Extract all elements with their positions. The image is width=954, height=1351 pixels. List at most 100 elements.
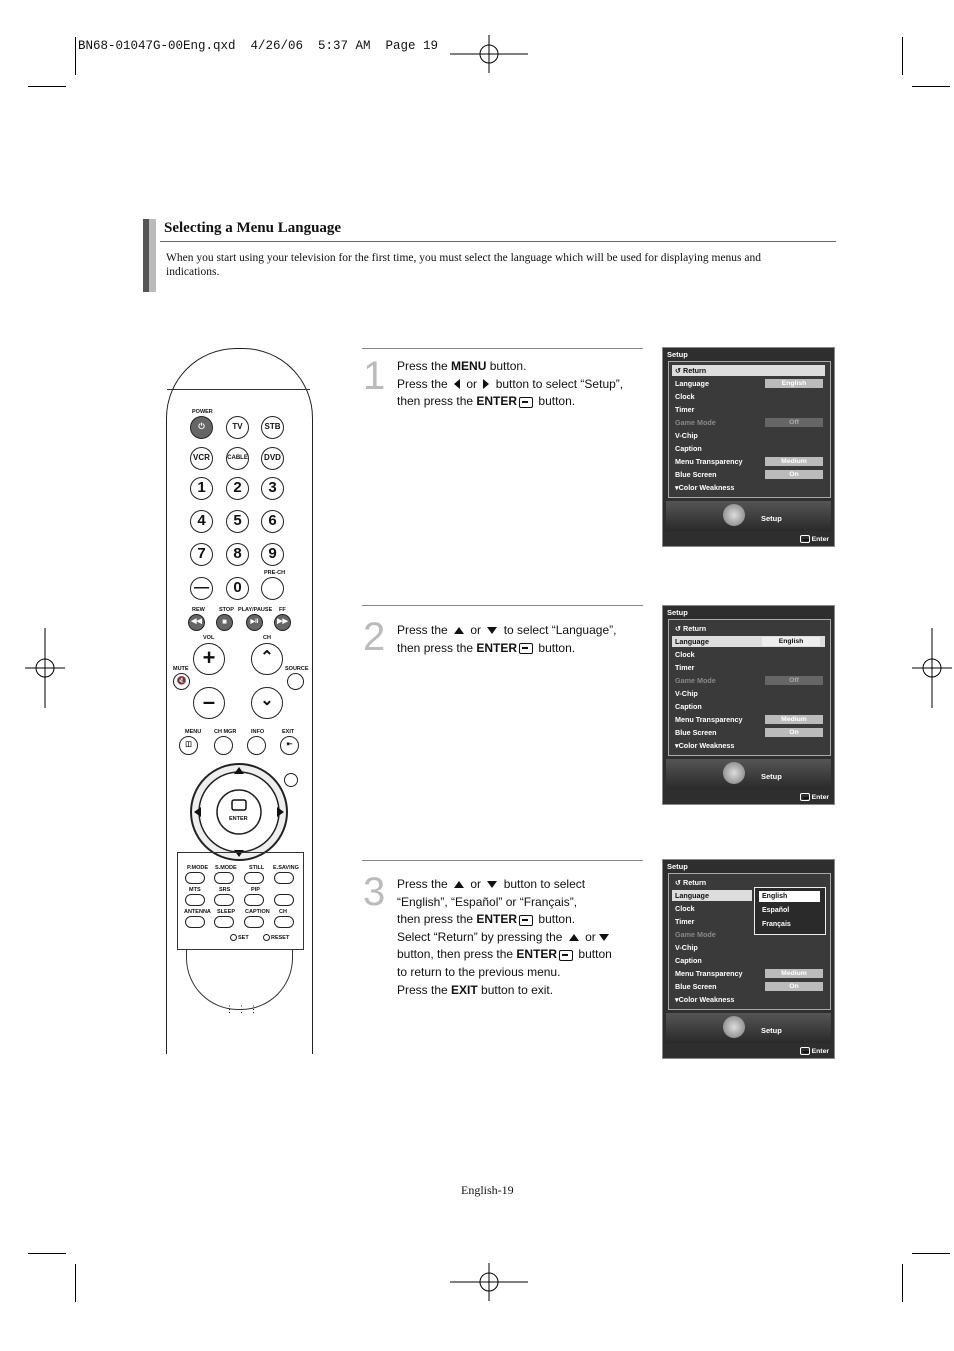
navigation-pad[interactable] [189, 762, 289, 862]
digit-7-button[interactable]: 7 [190, 543, 213, 566]
vol-label: VOL [203, 635, 215, 641]
crop-mark [902, 37, 903, 75]
osd-item-timer[interactable]: Timer [675, 917, 695, 926]
play-pause-label: PLAY/PAUSE [238, 607, 273, 613]
osd-item-clock[interactable]: Clock [675, 904, 695, 913]
still-button[interactable] [244, 872, 264, 884]
crop-mark [75, 1264, 76, 1302]
osd-item-caption[interactable]: Caption [675, 956, 702, 965]
up-arrow-icon [568, 934, 579, 942]
digit-4-button[interactable]: 4 [190, 510, 213, 533]
source-button[interactable] [287, 673, 304, 690]
pip-button[interactable] [244, 894, 264, 906]
pmode-button[interactable] [185, 872, 205, 884]
digit-2-button[interactable]: 2 [226, 477, 249, 500]
osd-item-color-weakness[interactable]: ▾Color Weakness [675, 741, 735, 750]
exit-button[interactable]: ⇤ [280, 736, 299, 755]
intro-paragraph: When you start using your television for… [166, 252, 762, 278]
sleep-button[interactable] [214, 916, 234, 928]
osd-item-vchip[interactable]: V-Chip [675, 943, 698, 952]
digit-6-button[interactable]: 6 [261, 510, 284, 533]
option-espanol[interactable]: Español [762, 907, 790, 914]
stb-button[interactable]: STB [261, 416, 284, 439]
down-arrow-icon [487, 627, 498, 635]
cable-button[interactable]: CABLE [226, 447, 249, 470]
backlight-button[interactable] [284, 773, 298, 787]
pip-label: PIP [251, 887, 260, 893]
osd-item-vchip[interactable]: V-Chip [675, 689, 698, 698]
set-button[interactable] [230, 934, 237, 941]
option-english[interactable]: English [759, 891, 820, 902]
ch-down-small-button[interactable] [274, 916, 294, 928]
tv-button[interactable]: TV [226, 416, 249, 439]
osd-footer-label: Setup [761, 1026, 782, 1035]
esaving-button[interactable] [274, 872, 294, 884]
rew-button[interactable]: ◀◀ [188, 614, 205, 631]
digit-5-button[interactable]: 5 [226, 510, 249, 533]
reset-button[interactable] [263, 934, 270, 941]
osd-item-clock[interactable]: Clock [675, 650, 695, 659]
channel-up-button[interactable]: ⌃ [251, 643, 283, 675]
caption-button[interactable] [244, 916, 264, 928]
dash-button[interactable]: — [190, 577, 213, 600]
remote-ir-window-edge [167, 389, 310, 390]
osd-header: Setup [667, 350, 688, 359]
volume-down-button[interactable]: – [193, 687, 225, 719]
channel-down-button[interactable]: ⌄ [251, 687, 283, 719]
srs-label: SRS [219, 887, 231, 893]
mts-button[interactable] [185, 894, 205, 906]
volume-up-button[interactable]: + [193, 643, 225, 675]
option-francais[interactable]: Français [762, 921, 791, 928]
prech-button[interactable] [261, 577, 284, 600]
srs-button[interactable] [214, 894, 234, 906]
antenna-button[interactable] [185, 916, 205, 928]
ch-up-small-button[interactable] [274, 894, 294, 906]
digit-9-button[interactable]: 9 [261, 543, 284, 566]
enter-icon [519, 914, 534, 926]
digit-0-button[interactable]: 0 [226, 577, 249, 600]
osd-item-caption[interactable]: Caption [675, 702, 702, 711]
osd-item-color-weakness[interactable]: ▾Color Weakness [675, 995, 735, 1004]
mute-button[interactable]: 🔇 [173, 673, 190, 690]
ch-mgr-button[interactable] [214, 736, 233, 755]
info-button[interactable] [247, 736, 266, 755]
osd-footer-label: Setup [761, 772, 782, 781]
osd-item-return[interactable]: ↺ Return [675, 878, 707, 887]
digit-8-button[interactable]: 8 [226, 543, 249, 566]
vcr-button[interactable]: VCR [190, 447, 213, 470]
osd-item-caption[interactable]: Caption [675, 444, 702, 453]
registration-mark-bottom [450, 1263, 528, 1301]
osd-item-color-weakness[interactable]: ▾Color Weakness [675, 483, 735, 492]
mts-label: MTS [189, 887, 201, 893]
osd-item-clock[interactable]: Clock [675, 392, 695, 401]
play-pause-button[interactable]: ▶II [246, 614, 263, 631]
digit-1-button[interactable]: 1 [190, 477, 213, 500]
osd-item-language[interactable]: Language [672, 890, 752, 901]
step-number: 3 [363, 870, 386, 914]
dvd-button[interactable]: DVD [261, 447, 284, 470]
smode-button[interactable] [214, 872, 234, 884]
osd-item-return[interactable]: ↺ Return [672, 365, 825, 376]
exit-label: EXIT [282, 729, 295, 735]
ff-button[interactable]: ▶▶ [274, 614, 291, 631]
osd-item-vchip[interactable]: V-Chip [675, 431, 698, 440]
digit-3-button[interactable]: 3 [261, 477, 284, 500]
power-button[interactable]: ⏻ [190, 416, 213, 439]
osd-item-timer[interactable]: Timer [675, 663, 695, 672]
osd-footer [666, 759, 831, 789]
osd-item-return[interactable]: ↺ Return [675, 624, 707, 633]
osd-item-timer[interactable]: Timer [675, 405, 695, 414]
source-label: SOURCE [285, 666, 309, 672]
menu-button[interactable]: ◫ [179, 736, 198, 755]
down-arrow-icon [598, 934, 609, 942]
stop-button[interactable]: ■ [216, 614, 233, 631]
